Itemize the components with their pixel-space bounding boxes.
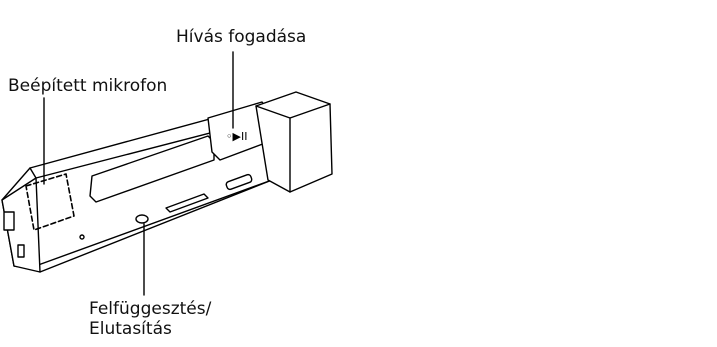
small-hole	[79, 234, 85, 240]
slot	[165, 193, 209, 213]
label-builtin-mic: Beépített mikrofon	[8, 76, 168, 96]
switch	[225, 173, 253, 191]
display-window	[89, 135, 215, 203]
front-port	[3, 211, 15, 231]
suspend-button	[135, 214, 149, 224]
microphone-area	[25, 173, 75, 231]
play-pause-symbol: ◦▶II	[226, 130, 247, 143]
label-suspend: Felfüggesztés/ Elutasítás	[89, 299, 211, 339]
device-cap	[255, 91, 333, 193]
label-call-answer: Hívás fogadása	[176, 27, 307, 47]
label-suspend-line2: Elutasítás	[89, 319, 172, 339]
label-suspend-line1: Felfüggesztés/	[89, 299, 212, 319]
